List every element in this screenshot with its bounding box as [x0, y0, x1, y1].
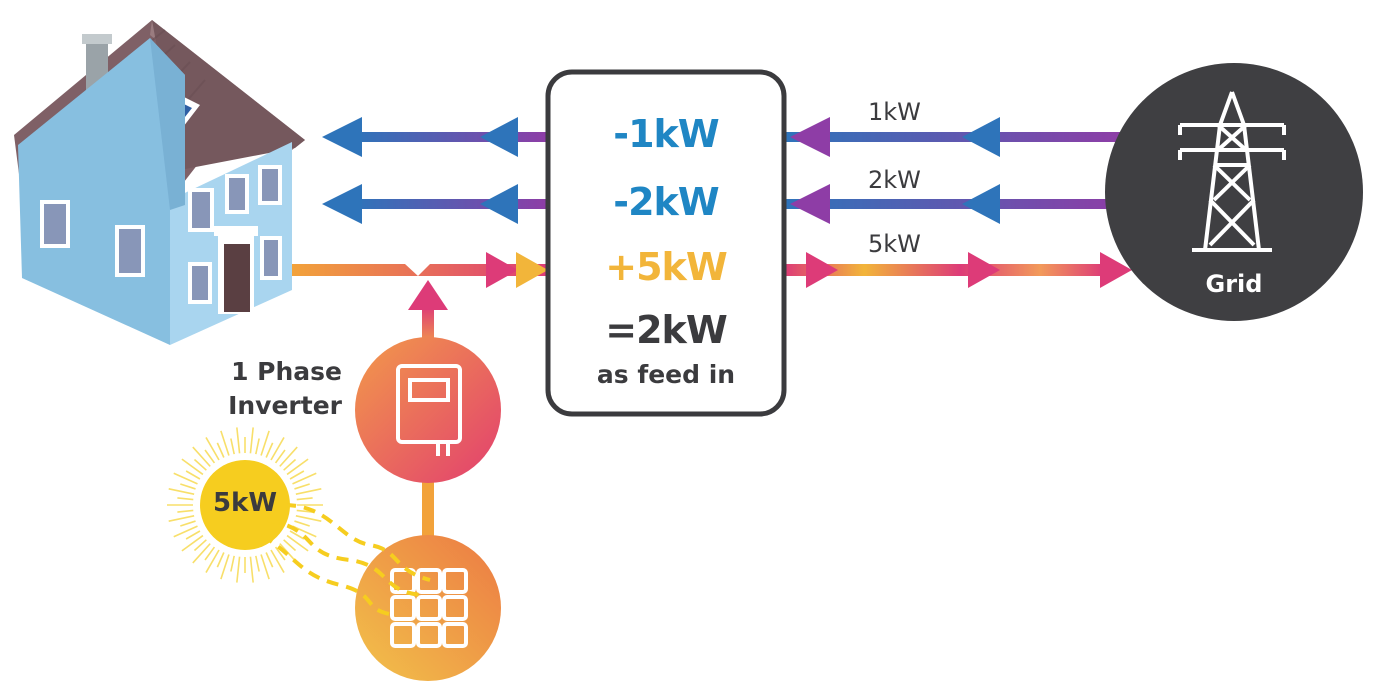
sun-ray	[296, 509, 313, 513]
sun-ray	[249, 556, 254, 583]
sun-ray	[295, 515, 322, 522]
sun-ray	[177, 509, 194, 513]
inverter-label: 1 Phase Inverter	[222, 355, 342, 423]
meter-result-caption: as feed in	[596, 360, 736, 389]
sun-ray	[292, 472, 317, 485]
sun-ray	[289, 530, 305, 540]
sun-ray	[270, 437, 285, 461]
sun-ray	[185, 530, 201, 540]
sun-ray	[289, 470, 305, 480]
grid-flow-3-label: 5kW	[868, 230, 921, 258]
sun-ray	[236, 427, 241, 454]
sun-ray	[220, 554, 230, 580]
sun-ray	[296, 497, 313, 501]
sun-ray	[260, 430, 270, 456]
sun-ray	[181, 458, 204, 476]
sun-label: 5kW	[212, 488, 278, 518]
sun-ray	[274, 546, 286, 561]
grid-flow-1-label: 1kW	[868, 98, 921, 126]
inverter-icon	[396, 364, 462, 456]
sun-ray	[193, 539, 207, 552]
grid-circle	[1105, 63, 1363, 321]
grid-flow-arrow-1	[784, 117, 1124, 157]
sun-ray	[265, 552, 274, 568]
sun-ray	[204, 546, 216, 561]
sun-ray	[168, 515, 195, 522]
inverter-label-line-1: 1 Phase	[231, 357, 342, 386]
sun-ray	[286, 534, 309, 552]
sun-icon	[167, 427, 431, 617]
sun-ray	[255, 438, 260, 455]
flow-arrow-2-left	[322, 184, 548, 224]
sun-ray	[236, 556, 241, 583]
sun-ray	[205, 549, 220, 573]
house-with-solar-roof-icon	[14, 20, 305, 345]
meter-line-1: -1kW	[613, 112, 719, 156]
grid-flow-arrow-3	[784, 252, 1132, 288]
meter-box	[545, 69, 787, 417]
sun-ray	[168, 488, 195, 495]
sun-ray	[192, 543, 211, 564]
inverter-feed-arrow	[408, 280, 448, 540]
sun-ray	[279, 446, 298, 467]
flow-arrow-1-left	[322, 117, 548, 157]
sun-ray	[255, 555, 260, 572]
sun-ray	[216, 442, 225, 458]
solar-panel-icon	[390, 568, 468, 648]
meter-line-3: +5kW	[605, 245, 727, 289]
sun-ray	[294, 483, 310, 490]
sun-ray	[260, 554, 270, 580]
sun-ray	[181, 534, 204, 552]
sun-ray	[249, 427, 254, 454]
flow-arrow-3-right	[292, 252, 548, 288]
sun-ray	[294, 520, 310, 527]
sun-ray	[193, 458, 207, 471]
grid-flow-2-label: 2kW	[868, 166, 921, 194]
sun-ray	[192, 446, 211, 467]
sun-ray	[216, 552, 225, 568]
transmission-tower-icon	[1178, 91, 1286, 252]
sun-ray	[230, 438, 235, 455]
sun-ray	[286, 458, 309, 476]
sun-ray	[274, 449, 286, 464]
sun-ray	[283, 539, 297, 552]
sun-ray	[173, 525, 198, 538]
grid-label: Grid	[1205, 270, 1263, 298]
grid-flow-arrow-2	[784, 184, 1124, 224]
sun-ray	[295, 488, 322, 495]
sun-ray	[180, 483, 196, 490]
sun-ray	[173, 472, 198, 485]
solar-panel-circle	[355, 535, 501, 681]
sun-ray	[270, 549, 285, 573]
sun-ray	[185, 470, 201, 480]
inverter-label-line-2: Inverter	[228, 391, 342, 420]
sun-ray	[230, 555, 235, 572]
sun-ray	[283, 458, 297, 471]
sun-ray	[265, 442, 274, 458]
sun-ray	[177, 497, 194, 501]
inverter-circle	[355, 337, 501, 483]
meter-result: =2kW	[605, 308, 727, 352]
sun-ray	[205, 437, 220, 461]
sun-ray	[220, 430, 230, 456]
meter-line-2: -2kW	[613, 180, 719, 224]
sun-ray	[180, 520, 196, 527]
sun-ray	[204, 449, 216, 464]
